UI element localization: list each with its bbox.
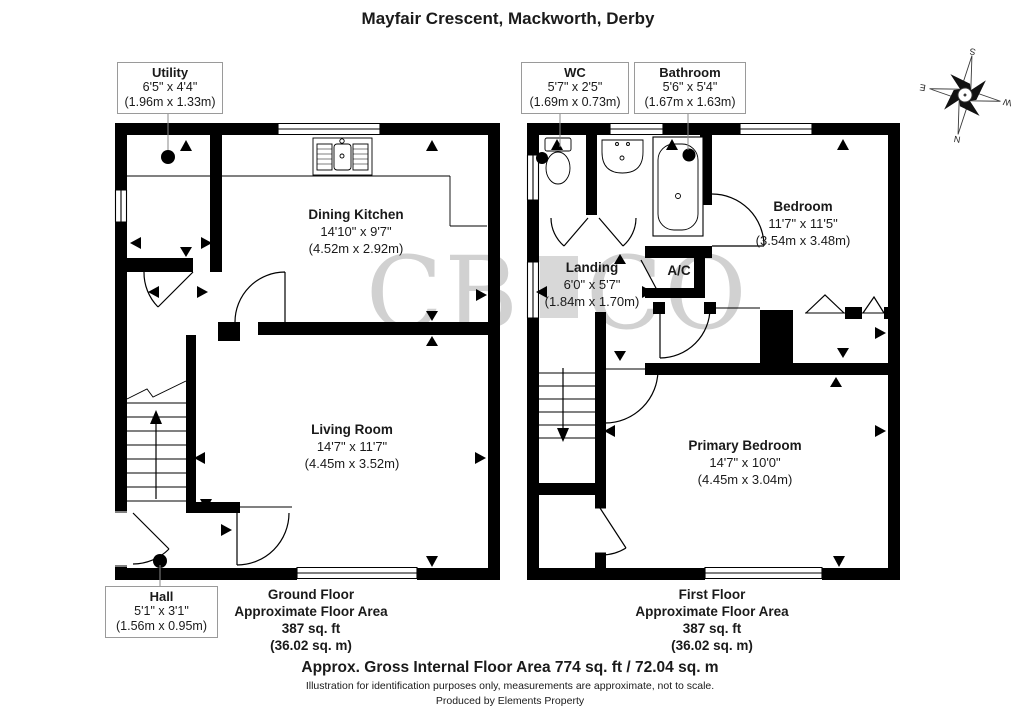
compass-w: W — [1002, 97, 1013, 108]
room-size-imperial: 14'10" x 9'7" — [320, 224, 392, 239]
room-label-ac: A/C — [667, 262, 690, 279]
gross-area-text: Approx. Gross Internal Floor Area 774 sq… — [301, 659, 719, 676]
room-size-imperial: 5'1" x 3'1" — [134, 604, 189, 618]
room-name: Primary Bedroom — [688, 438, 802, 453]
wc-light-dot — [536, 152, 548, 164]
room-size-imperial: 14'7" x 11'7" — [316, 439, 388, 454]
ground-floor-arrows — [130, 140, 487, 567]
label-leader-lines — [159, 113, 689, 586]
room-size-imperial: 11'7" x 11'5" — [768, 216, 838, 231]
first-floor-windows — [526, 122, 823, 580]
room-name: A/C — [667, 263, 691, 278]
room-size-imperial: 6'0" x 5'7" — [563, 277, 621, 292]
ground-floor-fixtures — [127, 137, 487, 568]
room-label-living-room: Living Room 14'7" x 11'7" (4.45m x 3.52m… — [305, 421, 400, 472]
floor-area-label: Approximate Floor Area — [635, 604, 789, 619]
page-title: Mayfair Crescent, Mackworth, Derby — [361, 9, 655, 28]
room-name: WC — [564, 65, 586, 80]
floor-area-label: Approximate Floor Area — [234, 604, 388, 619]
first-floor-stairs — [533, 368, 595, 439]
room-size-metric: (4.45m x 3.52m) — [304, 456, 400, 471]
floor-area-m: (36.02 sq. m) — [671, 638, 753, 653]
room-size-metric: (1.96m x 1.33m) — [124, 95, 216, 109]
room-size-imperial: 5'6" x 5'4" — [662, 80, 718, 94]
disclaimer-text: Illustration for identification purposes… — [305, 680, 715, 692]
ground-floor-walls — [115, 129, 488, 513]
produced-by-text: Produced by Elements Property — [435, 695, 585, 707]
room-size-metric: (4.45m x 3.04m) — [697, 472, 793, 487]
first-floor-summary: First Floor Approximate Floor Area 387 s… — [635, 586, 788, 654]
room-name: Bathroom — [659, 65, 721, 80]
compass-s: S — [969, 46, 977, 57]
ground-floor-doors — [132, 271, 290, 566]
room-size-metric: (4.52m x 2.92m) — [308, 241, 404, 256]
room-size-imperial: 6'5" x 4'4" — [142, 80, 198, 94]
room-size-metric: (1.84m x 1.70m) — [544, 294, 640, 309]
floor-area-ft: 387 sq. ft — [682, 621, 742, 636]
room-name: Bedroom — [773, 199, 833, 214]
ground-floor-outline — [115, 123, 500, 580]
room-name: Utility — [151, 65, 189, 80]
compass-rose: N S E W — [919, 46, 1013, 145]
room-size-metric: (1.67m x 1.63m) — [644, 95, 736, 109]
room-size-metric: (1.56m x 0.95m) — [115, 619, 207, 633]
bathtub-icon — [652, 136, 704, 237]
compass-n: N — [953, 134, 961, 145]
floor-area-ft: 387 sq. ft — [281, 621, 341, 636]
room-size-imperial: 14'7" x 10'0" — [709, 455, 781, 470]
first-floor-doors — [550, 193, 765, 556]
first-floor-fixtures — [536, 136, 704, 237]
label-box-hall: Hall 5'1" x 3'1" (1.56m x 0.95m) — [105, 586, 218, 638]
floor-area-m: (36.02 sq. m) — [270, 638, 352, 653]
room-label-primary-bedroom: Primary Bedroom 14'7" x 10'0" (4.45m x 3… — [688, 437, 801, 488]
wardrobe-doors — [805, 294, 885, 314]
room-size-metric: (3.54m x 3.48m) — [755, 233, 851, 248]
ground-floor-stairs — [126, 380, 187, 502]
room-name: Living Room — [311, 422, 393, 437]
toilet-icon — [544, 137, 572, 185]
room-label-bedroom: Bedroom 11'7" x 11'5" (3.54m x 3.48m) — [756, 198, 851, 249]
ground-floor-windows — [114, 122, 418, 580]
label-box-wc: WC 5'7" x 2'5" (1.69m x 0.73m) — [521, 62, 629, 114]
room-name: Dining Kitchen — [308, 207, 404, 222]
room-size-imperial: 5'7" x 2'5" — [547, 80, 603, 94]
stairs-up-arrow — [150, 410, 162, 424]
ground-floor-summary: Ground Floor Approximate Floor Area 387 … — [234, 586, 387, 654]
shower-dot — [682, 148, 696, 162]
first-floor-walls — [527, 129, 894, 568]
room-name: Landing — [565, 260, 619, 275]
kitchen-sink-icon — [312, 137, 373, 176]
label-box-utility: Utility 6'5" x 4'4" (1.96m x 1.33m) — [117, 62, 223, 114]
floor-name: First Floor — [678, 587, 746, 602]
basin-icon — [601, 139, 644, 174]
room-name: Hall — [149, 589, 174, 604]
room-label-landing: Landing 6'0" x 5'7" (1.84m x 1.70m) — [545, 259, 640, 310]
hall-light-dot — [153, 554, 167, 568]
compass-e: E — [919, 82, 927, 93]
room-label-dining-kitchen: Dining Kitchen 14'10" x 9'7" (4.52m x 2.… — [308, 206, 403, 257]
room-size-metric: (1.69m x 0.73m) — [529, 95, 621, 109]
stairs-down-arrow — [557, 428, 569, 442]
floor-name: Ground Floor — [267, 587, 355, 602]
utility-light-dot — [161, 150, 175, 164]
first-floor-arrows — [536, 139, 886, 567]
label-box-bathroom: Bathroom 5'6" x 5'4" (1.67m x 1.63m) — [634, 62, 746, 114]
